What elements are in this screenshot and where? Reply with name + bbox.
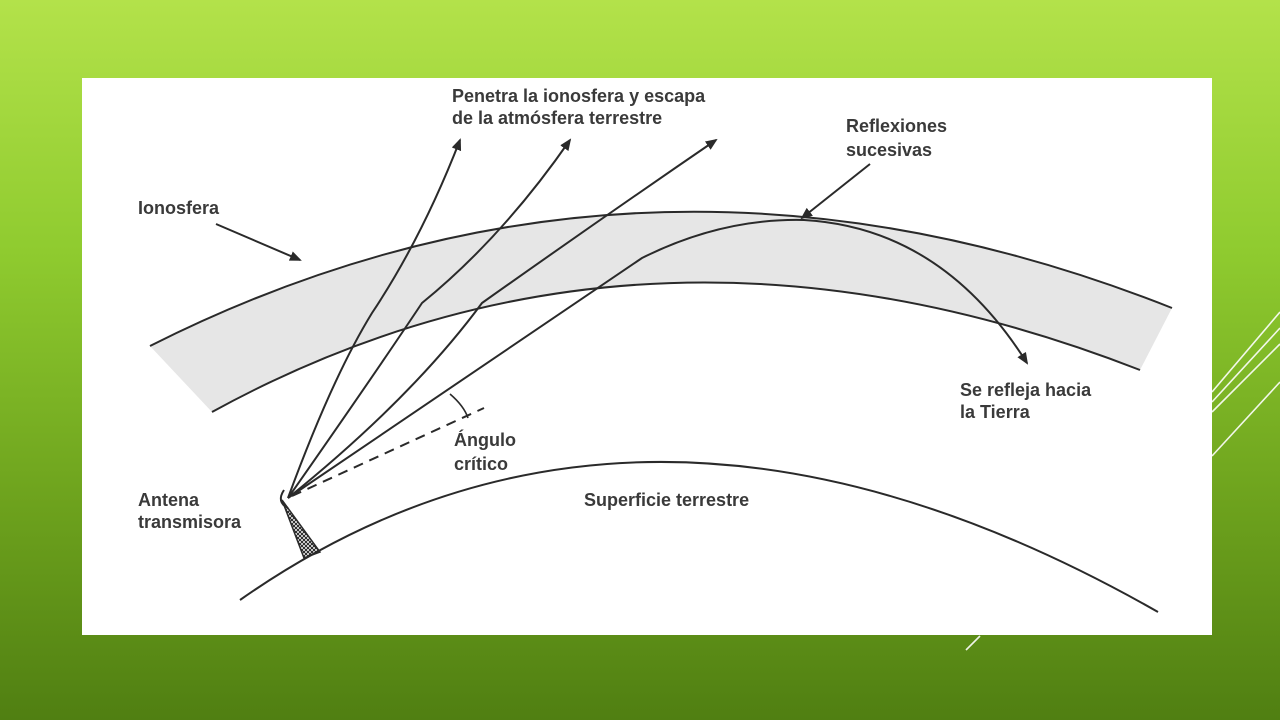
- ray-escape-2: [287, 138, 572, 499]
- ionosphere-inner-edge: [211, 281, 1141, 413]
- decor-line-3: [1211, 343, 1280, 413]
- critical-angle-arc: [449, 393, 469, 419]
- label-reflexiones-line2: sucesivas: [846, 140, 932, 160]
- decor-line-2: [1211, 327, 1280, 403]
- figure-panel: Penetra la ionosfera y escapa de la atmó…: [82, 78, 1212, 635]
- label-refleja-line2: la Tierra: [960, 402, 1031, 422]
- antenna-icon: [281, 499, 322, 559]
- earth-surface: [239, 460, 1159, 613]
- ionosphere-outer-edge: [149, 210, 1173, 347]
- decor-line-5: [965, 635, 981, 651]
- label-angulo-line1: Ángulo: [454, 429, 516, 450]
- ray-reflected: [287, 218, 1029, 499]
- label-refleja-line1: Se refleja hacia: [960, 380, 1092, 400]
- label-antena-line1: Antena: [138, 490, 200, 510]
- antenna-dish: [279, 489, 289, 509]
- decor-line-4: [1211, 381, 1280, 457]
- ionosfera-pointer: [215, 223, 302, 261]
- reflexiones-pointer: [800, 163, 871, 220]
- label-antena-line2: transmisora: [138, 512, 242, 532]
- ionosphere-band: [150, 211, 1172, 412]
- label-ionosfera: Ionosfera: [138, 198, 220, 218]
- label-penetra-line2: de la atmósfera terrestre: [452, 108, 662, 128]
- radio-propagation-diagram: Penetra la ionosfera y escapa de la atmó…: [138, 86, 1173, 613]
- ray-escape-1: [287, 138, 462, 499]
- critical-angle-baseline: [291, 407, 485, 497]
- decor-line-1: [1211, 311, 1280, 393]
- label-angulo-line2: crítico: [454, 454, 508, 474]
- label-superficie: Superficie terrestre: [584, 490, 749, 510]
- ray-escape-3: [287, 138, 718, 499]
- label-penetra-line1: Penetra la ionosfera y escapa: [452, 86, 706, 106]
- label-reflexiones-line1: Reflexiones: [846, 116, 947, 136]
